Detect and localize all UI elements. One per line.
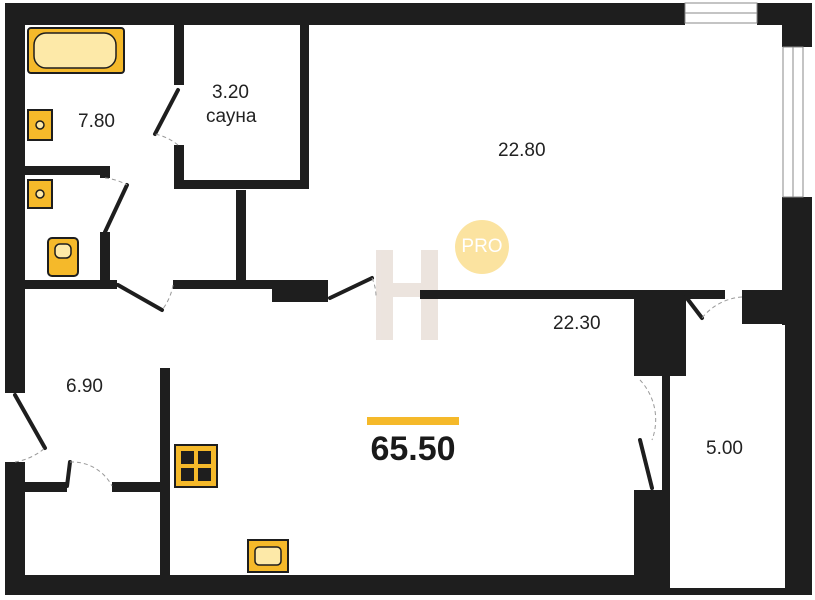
washbasin-icon [27,179,53,209]
total-area-accent-bar [367,417,459,425]
total-area: 65.50 [370,430,456,468]
windows [684,2,804,198]
outer-walls [5,3,812,595]
washbasin-icon [27,109,53,141]
room-name-sauna: сауна [206,106,257,127]
room-area-balcony: 5.00 [706,438,743,459]
room-area-bathroom: 7.80 [78,111,115,132]
inner-walls [25,25,812,590]
stove-icon [174,444,218,488]
room-area-living: 22.30 [553,313,601,334]
pro-badge: PRO [455,220,509,274]
bathtub-icon [27,27,125,74]
doors [13,88,743,490]
room-area-hall: 6.90 [66,376,103,397]
room-area-sauna: 3.20 [212,82,249,103]
room-area-top: 22.80 [498,140,546,161]
toilet-icon [47,237,79,277]
kitchen-sink-icon [247,539,289,573]
